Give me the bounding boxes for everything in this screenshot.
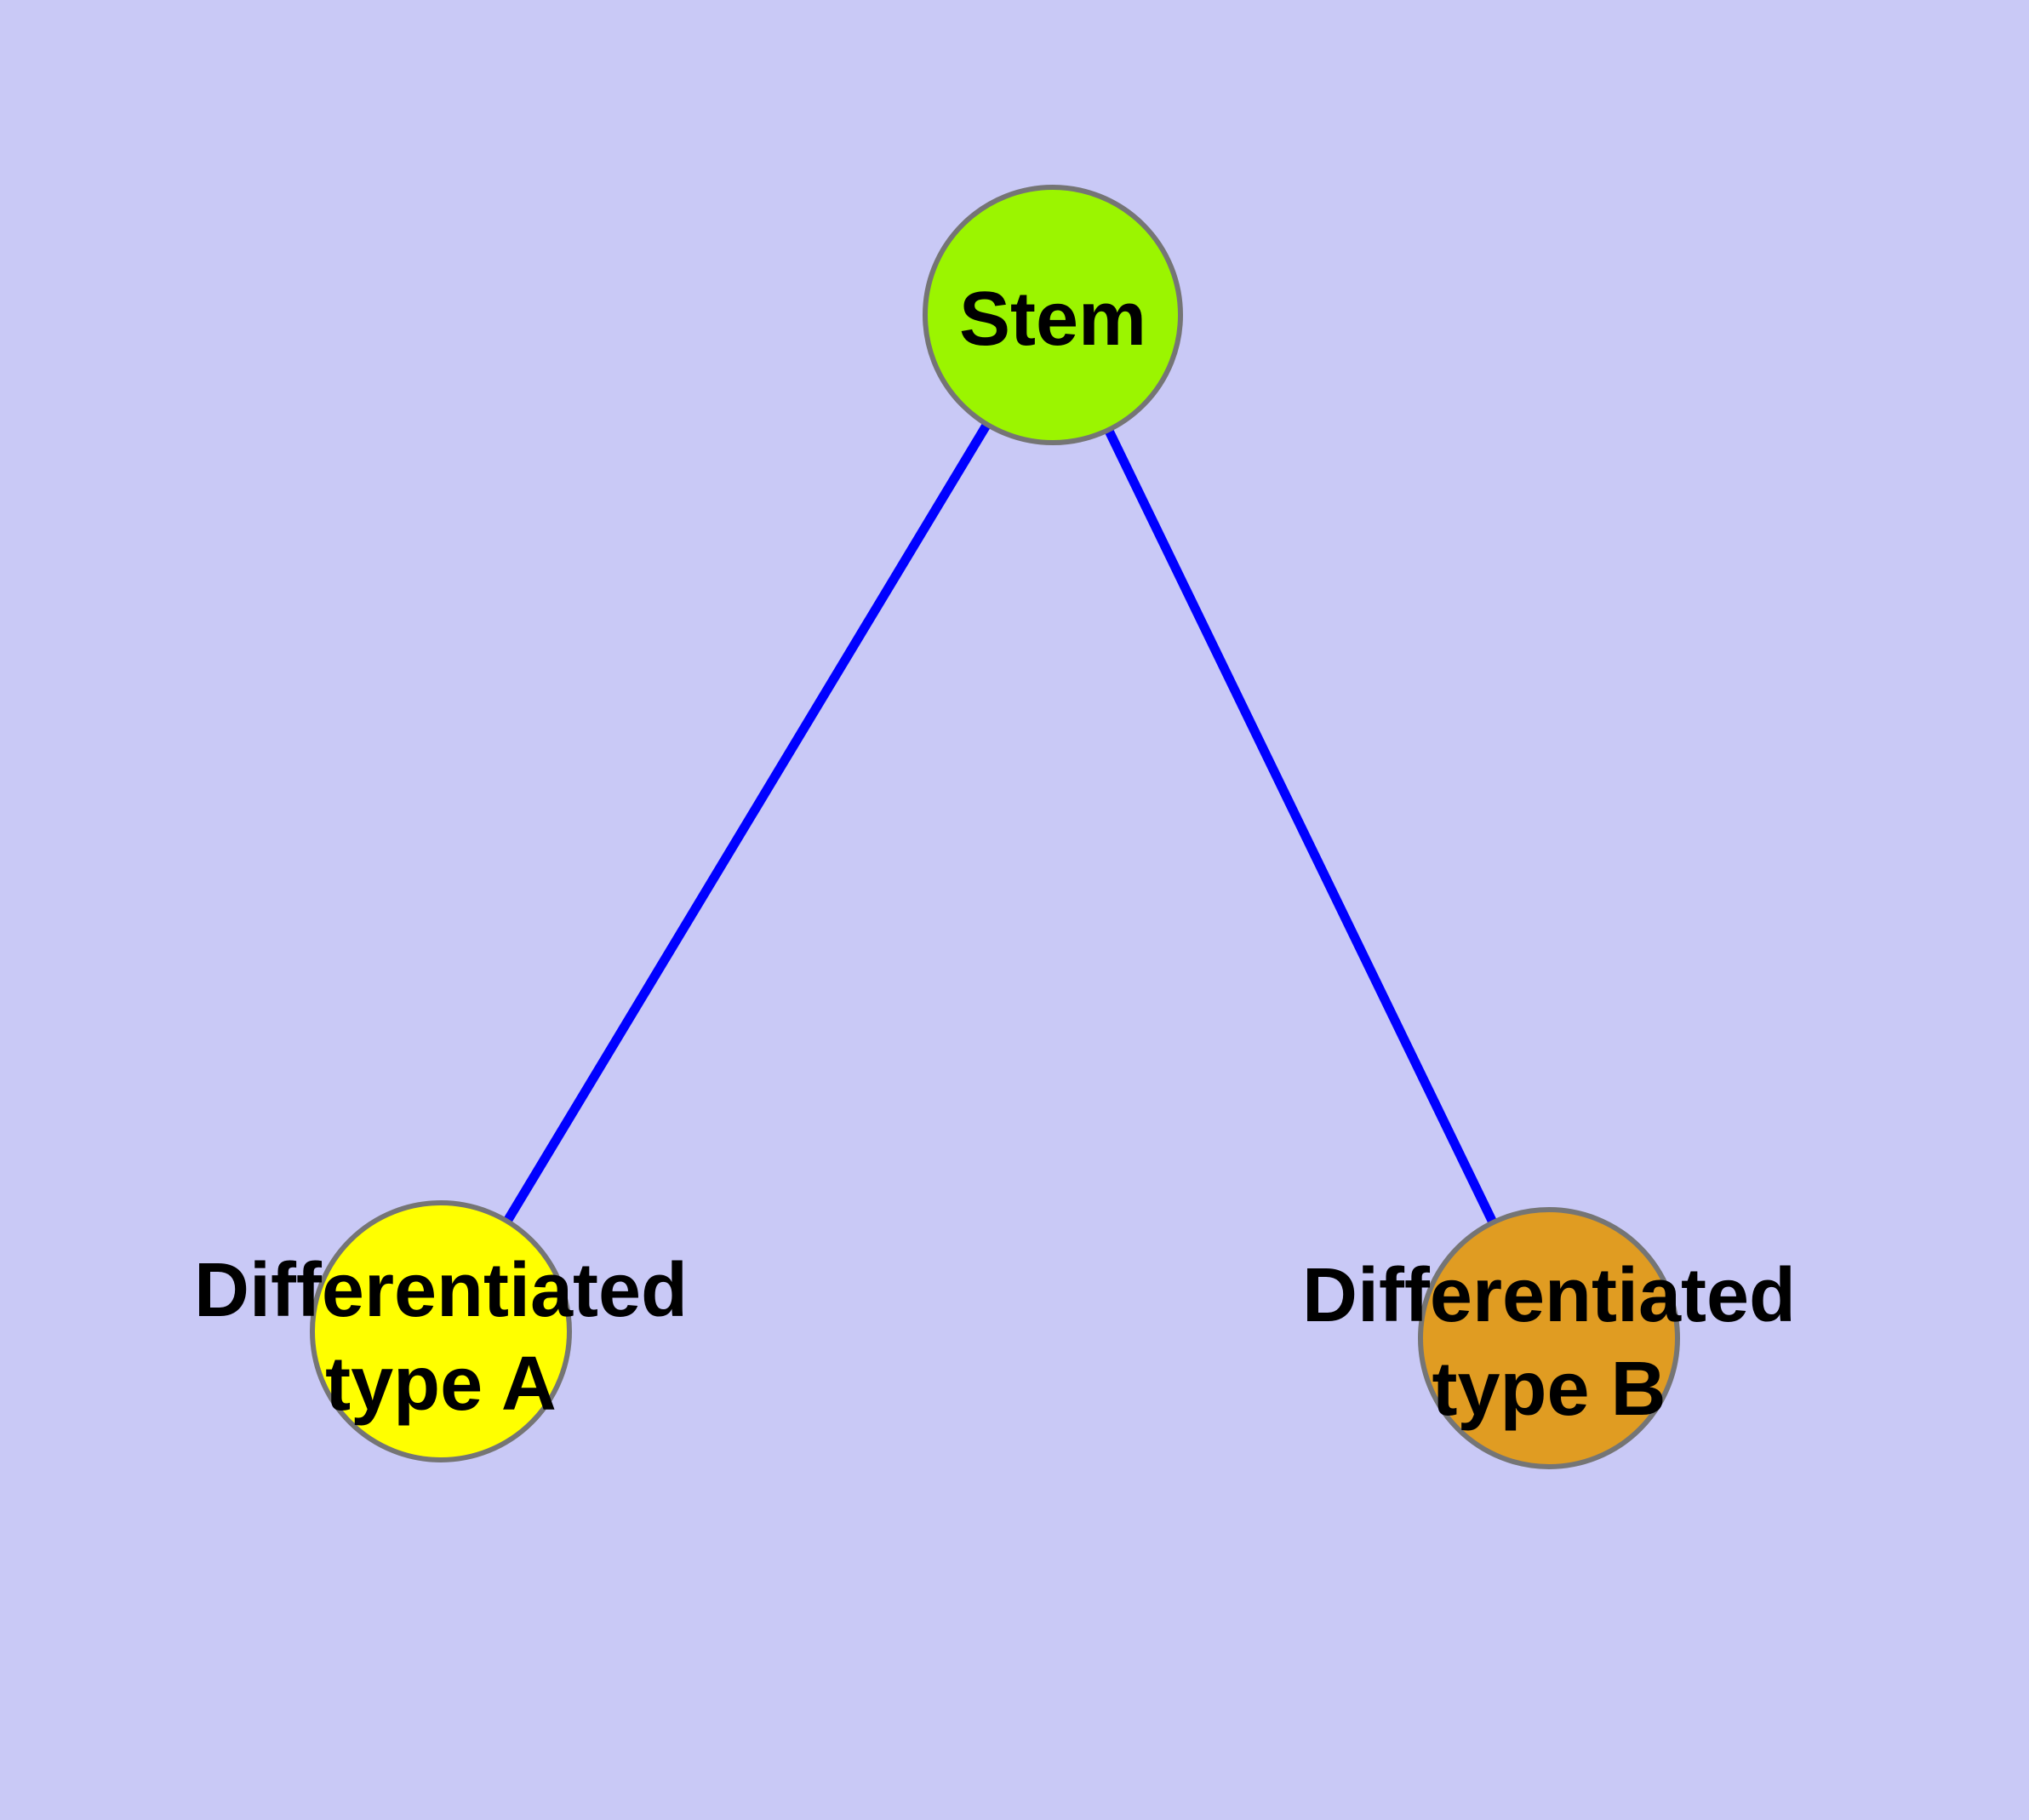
node-differentiated-type-a-label-line1: Differentiated [194, 1248, 688, 1333]
node-differentiated-type-b-label-line1: Differentiated [1302, 1253, 1796, 1338]
node-stem-label: Stem [959, 277, 1146, 362]
edge-layer [437, 312, 1553, 1341]
edge-stem-to-type-a [437, 312, 1057, 1334]
node-differentiated-type-b-circle [1418, 1207, 1680, 1469]
node-differentiated-type-b: Differentiated type B [1302, 1207, 1796, 1469]
node-stem: Stem [923, 185, 1183, 445]
node-differentiated-type-a: Differentiated type A [194, 1200, 688, 1462]
node-differentiated-type-b-label-line2: type B [1432, 1347, 1666, 1432]
node-stem-circle [923, 185, 1183, 445]
node-differentiated-type-a-circle [310, 1200, 572, 1462]
edge-stem-to-type-b [1049, 312, 1553, 1341]
node-differentiated-type-a-label-line2: type A [325, 1342, 557, 1427]
